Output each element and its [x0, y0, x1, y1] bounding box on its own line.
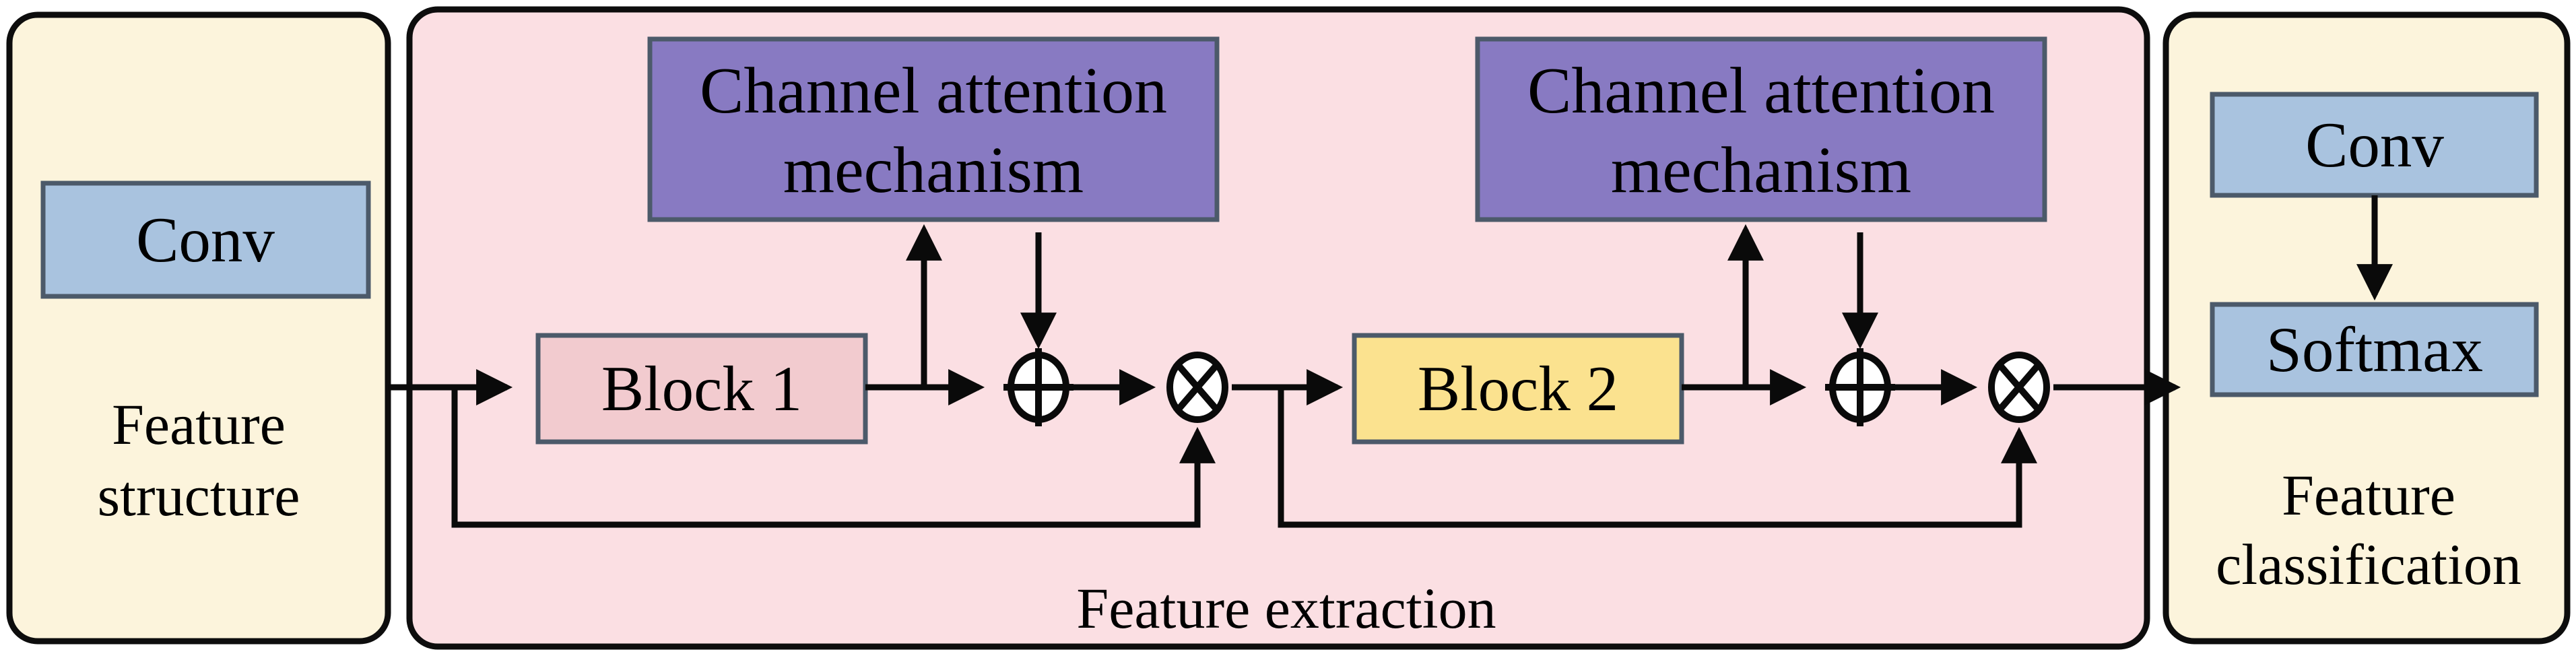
channel-attention-1-line2: mechanism: [783, 134, 1084, 207]
skip-connection-2: [1278, 387, 2037, 528]
connections: [388, 195, 2393, 528]
softmax-label: Softmax: [2266, 314, 2483, 385]
operators: [1003, 348, 2050, 426]
output-conv-box: [2210, 92, 2539, 198]
channel-attention-2-line2: mechanism: [1611, 134, 1911, 207]
block1-label: Block 1: [601, 353, 802, 424]
block2-label: Block 2: [1418, 353, 1618, 424]
feature-structure-panel: Conv Feature structure: [6, 11, 391, 645]
skip-connection-1: [451, 387, 1216, 528]
feature-structure-title-line1: Feature: [112, 392, 286, 457]
multiply-operator-2-icon: [1988, 352, 2050, 423]
feature-structure-title-line2: structure: [98, 463, 300, 528]
multiply-operator-1-icon: [1166, 352, 1228, 423]
feature-classification-title-line1: Feature: [2282, 463, 2455, 527]
feature-extraction-panel: Channel attention mechanism Channel atte…: [406, 6, 2150, 650]
output-conv-label: Conv: [2305, 109, 2444, 181]
channel-attention-box-2: [1475, 36, 2047, 222]
channel-attention-1-line1: Channel attention: [700, 55, 1167, 127]
feature-classification-panel: Conv Softmax Feature classification: [2162, 11, 2571, 645]
block1-box: [535, 333, 868, 445]
add-operator-2-icon: [1825, 348, 1895, 426]
block2-box: [1352, 333, 1684, 445]
feature-structure-panel-frame: [6, 11, 391, 645]
feature-classification-title-line2: classification: [2216, 532, 2521, 597]
channel-attention-box-1: [647, 36, 1220, 222]
channel-attention-2-line1: Channel attention: [1527, 55, 1995, 127]
input-conv-box: [40, 181, 371, 299]
softmax-box: [2210, 302, 2539, 397]
feature-extraction-title: Feature extraction: [1076, 576, 1496, 641]
input-conv-label: Conv: [136, 204, 275, 275]
add-operator-1-icon: [1003, 348, 1074, 426]
